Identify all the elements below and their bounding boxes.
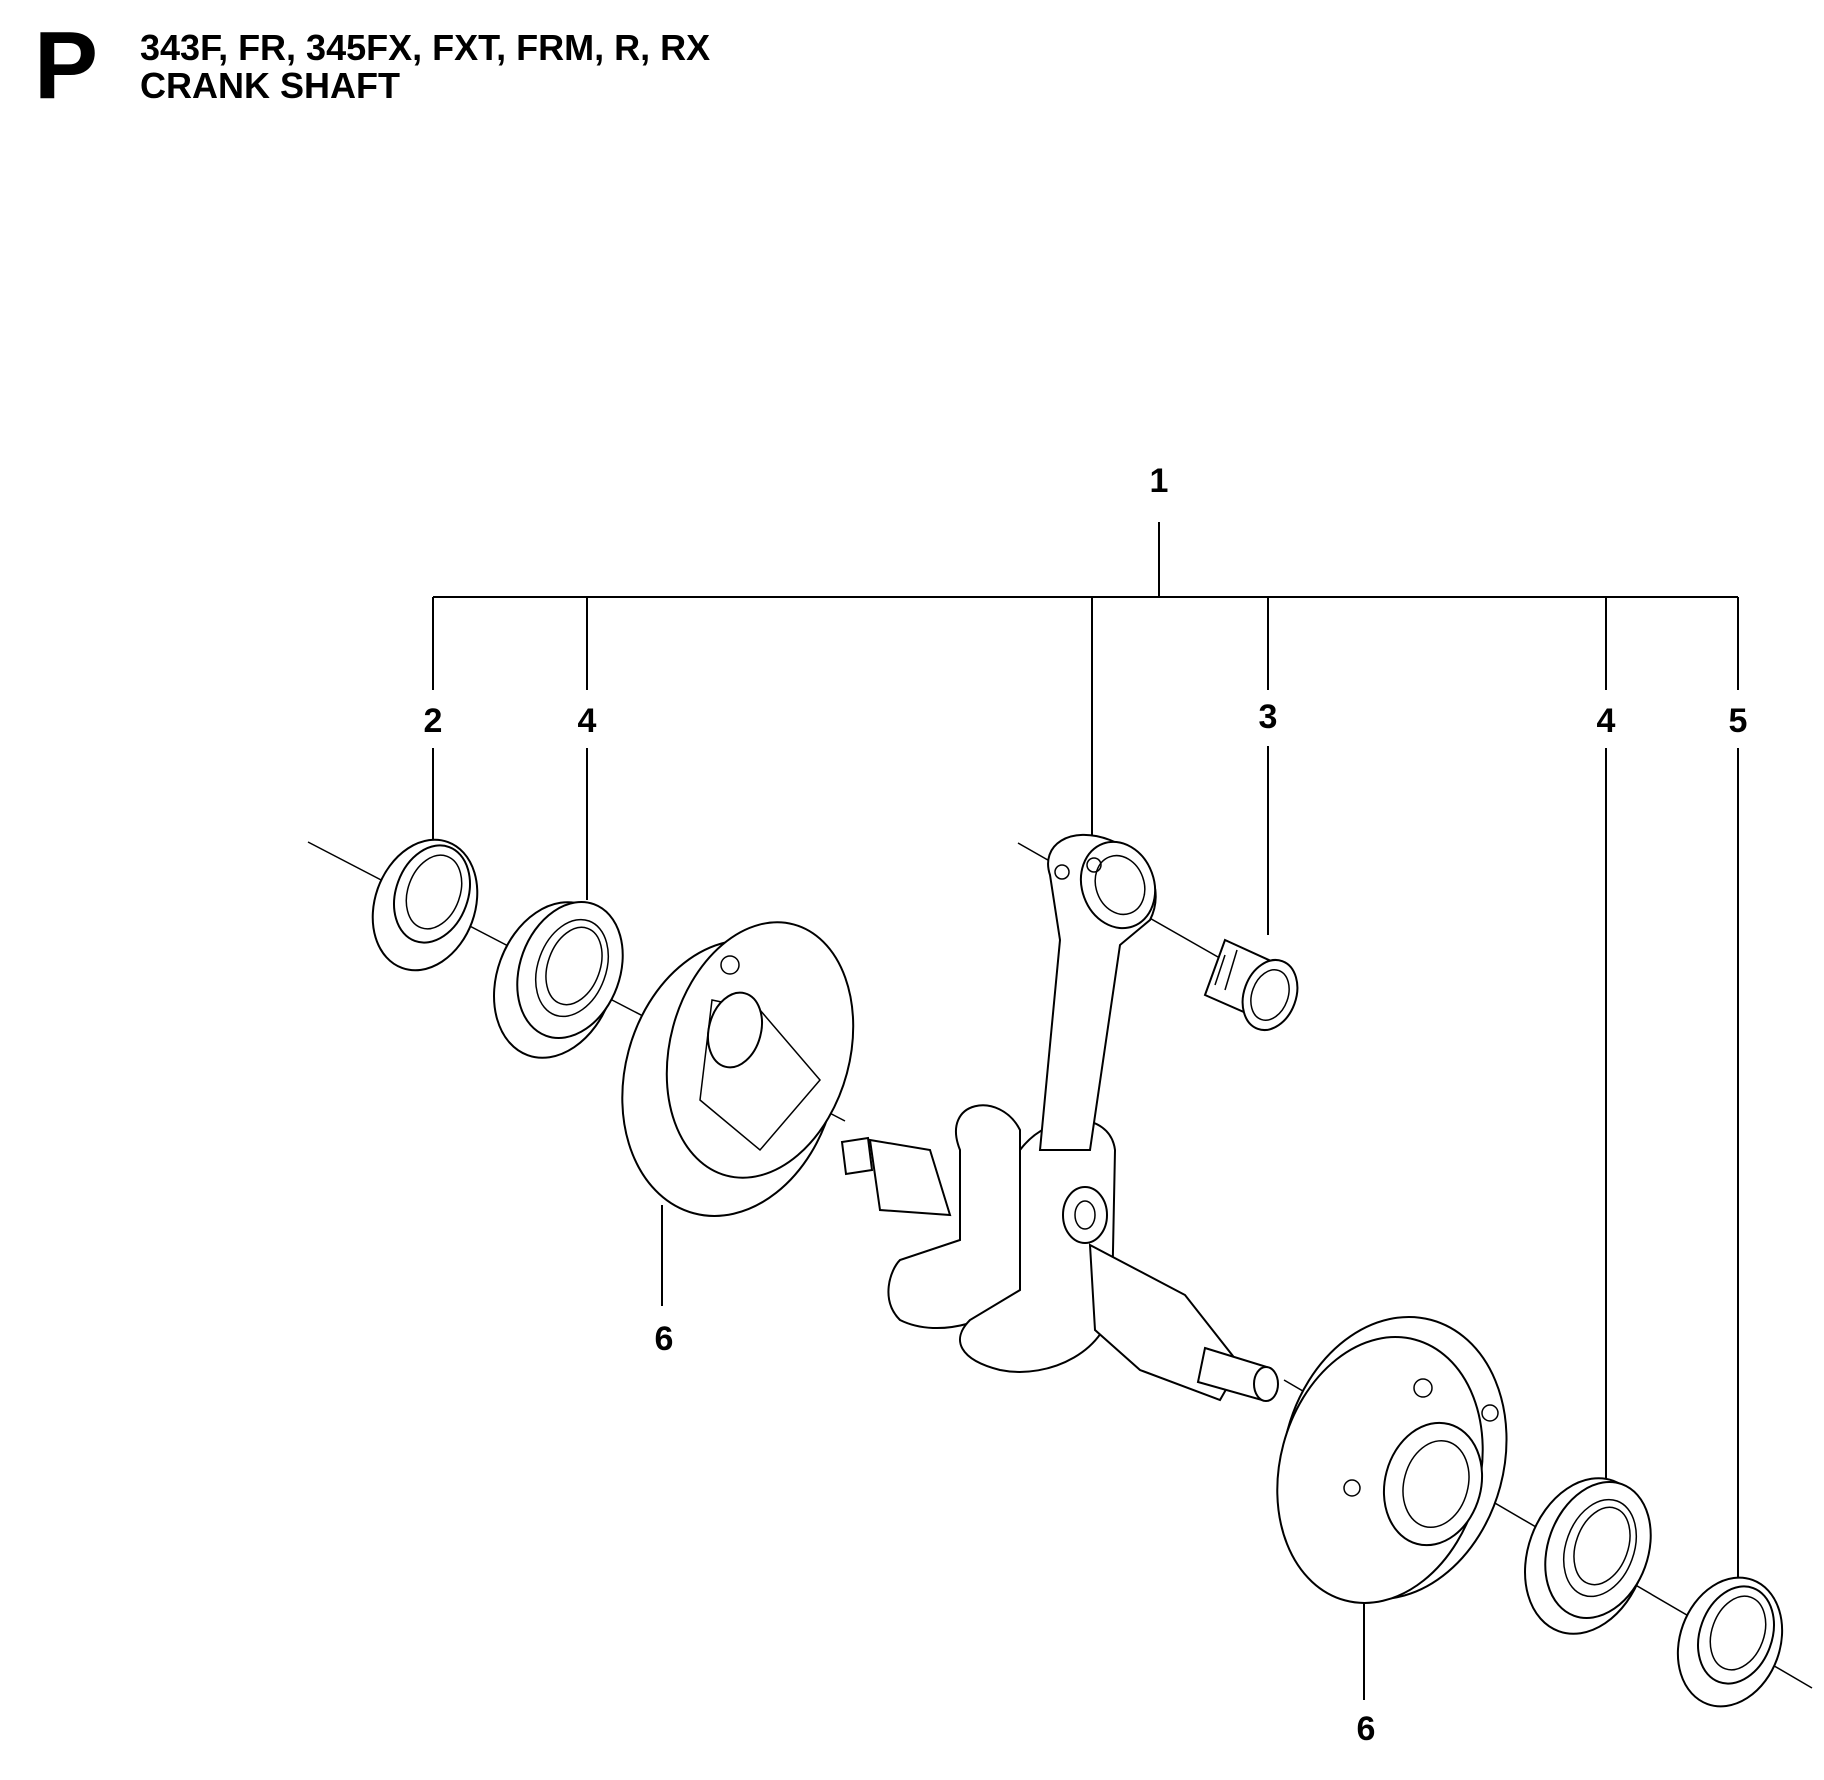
oil-seal-left bbox=[371, 838, 479, 972]
section-letter: P bbox=[34, 12, 99, 119]
callout-bracket bbox=[432, 522, 1739, 845]
oil-seal-right bbox=[1676, 1576, 1784, 1708]
callout-2: 2 bbox=[424, 702, 443, 740]
ball-bearing-left bbox=[493, 901, 624, 1059]
callout-5: 5 bbox=[1729, 702, 1748, 740]
callout-4-left: 4 bbox=[578, 702, 597, 740]
callout-4-right: 4 bbox=[1597, 702, 1616, 740]
ball-bearing-right bbox=[1524, 1477, 1652, 1635]
needle-bearing bbox=[1203, 938, 1299, 1031]
crank-half-left bbox=[621, 921, 855, 1217]
connecting-rod bbox=[1038, 834, 1157, 1151]
callout-6-right: 6 bbox=[1357, 1710, 1376, 1748]
crank-half-right bbox=[1276, 1315, 1508, 1604]
callout-3: 3 bbox=[1259, 698, 1278, 736]
callout-1: 1 bbox=[1150, 462, 1169, 500]
callout-labels: 1 2 4 3 4 5 6 6 bbox=[424, 462, 1748, 1748]
page-title: CRANK SHAFT bbox=[140, 65, 400, 106]
crankshaft-body bbox=[840, 1104, 1279, 1402]
leader-lines bbox=[432, 746, 1739, 1700]
callout-6-left: 6 bbox=[655, 1320, 674, 1358]
model-list: 343F, FR, 345FX, FXT, FRM, R, RX bbox=[140, 27, 711, 68]
